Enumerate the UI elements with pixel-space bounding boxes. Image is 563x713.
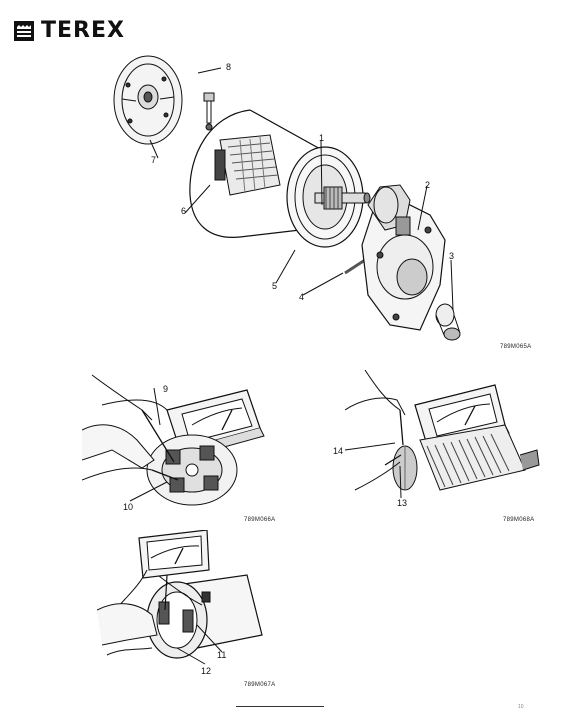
field-coil-test-drawing (97, 530, 267, 680)
figure-code-1: 789M065A (500, 344, 532, 350)
callout-14: 14 (333, 446, 344, 456)
callout-13: 13 (397, 498, 408, 508)
callout-5: 5 (272, 281, 278, 291)
brand-name: TEREX (41, 18, 125, 43)
callout-8: 8 (226, 62, 232, 72)
armature-test-drawing (345, 370, 540, 512)
terex-crown-icon (14, 21, 34, 41)
figure-code-3: 789M068A (503, 517, 535, 523)
callout-2: 2 (425, 180, 431, 190)
callout-3: 3 (449, 251, 455, 261)
callout-11: 11 (217, 650, 227, 660)
page-number: 10 (518, 704, 524, 710)
callout-7: 7 (151, 155, 157, 165)
figure-code-4: 789M067A (244, 682, 276, 688)
brush-holder-test-drawing (82, 370, 272, 512)
callout-10: 10 (123, 502, 134, 512)
footer-rule (236, 706, 324, 707)
callout-4: 4 (299, 292, 305, 302)
terex-logo: TEREX (13, 20, 125, 42)
callout-1: 1 (319, 133, 325, 143)
figure-code-2: 789M066A (244, 517, 276, 523)
callout-12: 12 (201, 666, 212, 676)
exploded-starter-motor-drawing (100, 55, 480, 345)
callout-9: 9 (163, 384, 169, 394)
callout-6: 6 (181, 206, 187, 216)
